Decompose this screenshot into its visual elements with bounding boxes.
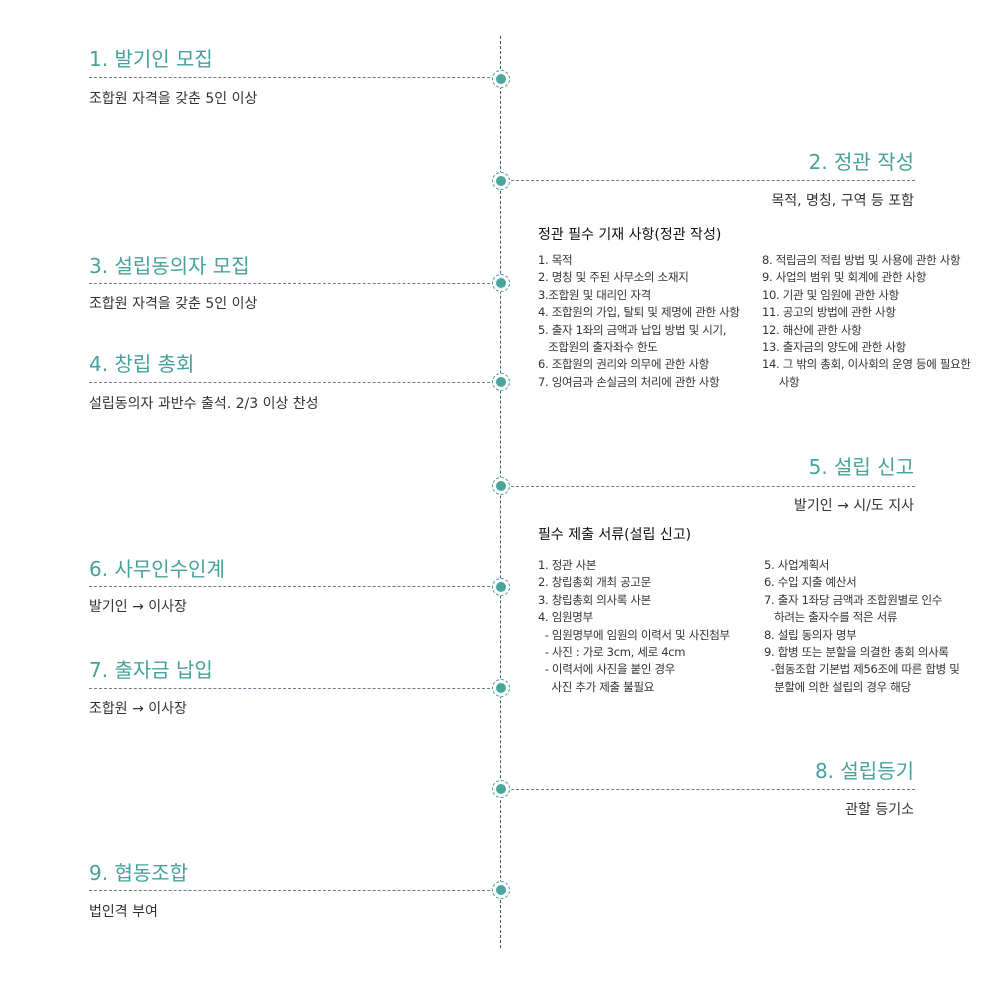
list-item: 분할에 의한 설립의 경우 해당 — [764, 679, 911, 694]
step-desc: 조합원 자격을 갖춘 5인 이상 — [89, 296, 258, 312]
list-item: 9. 합병 또는 분할을 의결한 총회 의사록 — [764, 645, 949, 660]
list-item: 1. 목적 — [538, 253, 573, 267]
connector-line — [501, 789, 915, 790]
list-item: 1. 정관 사본 — [538, 558, 597, 572]
step-title: 4. 창립 총회 — [89, 352, 195, 376]
step-title: 1. 발기인 모집 — [89, 47, 213, 71]
step-desc: 발기인 → 시/도 지사 — [794, 498, 914, 514]
step-desc: 조합원 → 이사장 — [89, 701, 187, 717]
list-item: 2. 창립총회 개최 공고문 — [538, 575, 651, 590]
list-item: 사항 — [762, 374, 800, 389]
connector-line — [89, 77, 500, 78]
step-desc: 관할 등기소 — [845, 802, 914, 818]
step-desc: 조합원 자격을 갖춘 5인 이상 — [89, 91, 258, 107]
step-title: 7. 출자금 납입 — [89, 658, 213, 682]
step-title: 9. 협동조합 — [89, 861, 189, 885]
connector-line — [89, 283, 500, 284]
list-item: 조합원의 출자좌수 한도 — [538, 340, 658, 355]
list-item: 7. 출자 1좌당 금액과 조합원별로 인수 — [764, 592, 943, 607]
charter-list-left: 1. 목적 2. 명칭 및 주된 사무소의 소재지 3.조합원 및 대리인 자격… — [538, 252, 740, 391]
step-title: 2. 정관 작성 — [808, 150, 914, 174]
connector-line — [89, 890, 500, 891]
timeline-node — [492, 578, 510, 596]
list-item: -협동조합 기본법 제56조에 따른 합병 및 — [764, 662, 960, 677]
list-item: 11. 공고의 방법에 관한 사항 — [762, 305, 896, 320]
list-item: 14. 그 밖의 총회, 이사회의 운영 등에 필요한 — [762, 357, 971, 372]
step-title: 8. 설립등기 — [814, 759, 914, 783]
list-item: 사진 추가 제출 불필요 — [538, 679, 655, 694]
step-desc: 설립동의자 과반수 출석. 2/3 이상 찬성 — [89, 396, 319, 412]
connector-line — [89, 688, 500, 689]
list-item: 4. 임원명부 — [538, 610, 593, 625]
list-item: 하려는 출자수를 적은 서류 — [764, 610, 898, 625]
box-title: 필수 제출 서류(설립 신고) — [538, 527, 692, 543]
connector-line — [501, 486, 915, 487]
list-item: - 사진 : 가로 3cm, 세로 4cm — [538, 645, 686, 660]
timeline-node — [492, 70, 510, 88]
list-item: 6. 조합원의 권리와 의무에 관한 사항 — [538, 357, 710, 372]
list-item: 12. 해산에 관한 사항 — [762, 322, 862, 337]
step-title: 3. 설립동의자 모집 — [89, 254, 250, 278]
timeline-node — [492, 881, 510, 899]
timeline-node — [492, 172, 510, 190]
list-item: 8. 설립 동의자 명부 — [764, 627, 857, 642]
connector-line — [89, 382, 500, 383]
list-item: 13. 출자금의 양도에 관한 사항 — [762, 340, 906, 355]
step-desc: 목적, 명칭, 구역 등 포함 — [771, 193, 914, 209]
list-item: 7. 잉여금과 손실금의 처리에 관한 사항 — [538, 374, 720, 389]
list-item: 3.조합원 및 대리인 자격 — [538, 287, 651, 302]
charter-list-right: 8. 적립금의 적립 방법 및 사용에 관한 사항 9. 사업의 범위 및 회계… — [762, 252, 971, 391]
list-item: 3. 창립총회 의사록 사본 — [538, 592, 651, 607]
step-desc: 발기인 → 이사장 — [89, 599, 187, 615]
list-item: - 임원명부에 임원의 이력서 및 사진첨부 — [538, 627, 730, 642]
list-item: 5. 사업계획서 — [764, 558, 830, 572]
box-title: 정관 필수 기재 사항(정관 작성) — [538, 227, 722, 243]
list-item: 5. 출자 1좌의 금액과 납입 방법 및 시기, — [538, 322, 727, 337]
report-list-left: 1. 정관 사본 2. 창립총회 개최 공고문 3. 창립총회 의사록 사본 4… — [538, 557, 730, 696]
report-list-right: 5. 사업계획서 6. 수입 지출 예산서 7. 출자 1좌당 금액과 조합원별… — [764, 557, 960, 696]
list-item: 8. 적립금의 적립 방법 및 사용에 관한 사항 — [762, 253, 961, 267]
step-desc: 법인격 부여 — [89, 904, 158, 920]
timeline-node — [492, 274, 510, 292]
connector-line — [89, 586, 500, 587]
step-title: 6. 사무인수인계 — [89, 557, 225, 581]
timeline-node — [492, 679, 510, 697]
list-item: 10. 기관 및 임원에 관한 사항 — [762, 287, 899, 302]
timeline-node — [492, 373, 510, 391]
step-title: 5. 설립 신고 — [808, 455, 914, 479]
list-item: 6. 수입 지출 예산서 — [764, 575, 857, 590]
list-item: 4. 조합원의 가입, 탈퇴 및 제명에 관한 사항 — [538, 305, 740, 320]
list-item: 9. 사업의 범위 및 회계에 관한 사항 — [762, 270, 927, 285]
timeline-node — [492, 780, 510, 798]
connector-line — [501, 180, 915, 181]
list-item: 2. 명칭 및 주된 사무소의 소재지 — [538, 270, 689, 285]
list-item: - 이력서에 사진을 붙인 경우 — [538, 662, 676, 677]
timeline-node — [492, 477, 510, 495]
